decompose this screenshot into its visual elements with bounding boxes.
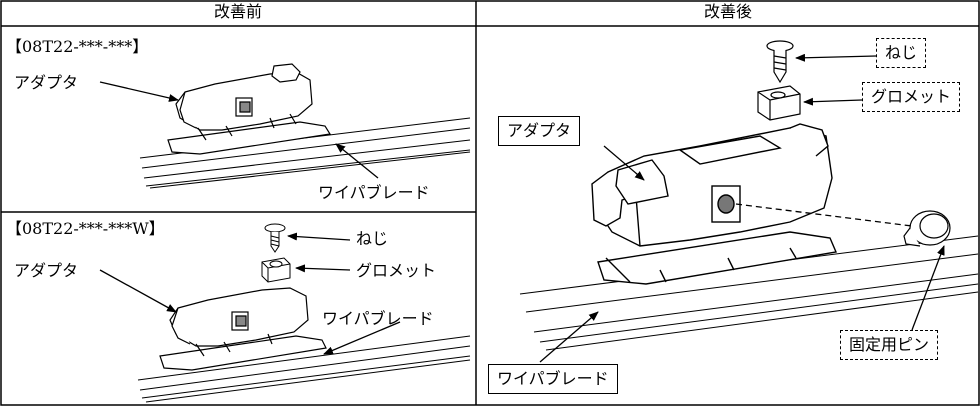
grommet-drawing-right (757, 85, 801, 121)
blade-rail-right (519, 235, 979, 351)
adapter-callout: アダプタ (498, 116, 581, 146)
grommet-label: グロメット (356, 261, 437, 280)
adapter-label: アダプタ (14, 261, 79, 280)
grommet-callout: グロメット (862, 82, 961, 112)
fixing-pin-callout: 固定用ピン (840, 330, 939, 360)
adapter-label: アダプタ (14, 73, 79, 92)
adapter-drawing-top-left (167, 63, 331, 155)
wiper-blade-label: ワイパブレード (322, 309, 434, 328)
wiper-blade-callout: ワイパブレード (488, 364, 618, 394)
screw-drawing-right (766, 40, 794, 84)
blade-rail-bottom-left (137, 335, 471, 403)
screw-label: ねじ (356, 229, 389, 248)
adapter-drawing-bottom-left (159, 287, 327, 371)
header-before: 改善前 (213, 2, 262, 21)
part-number-label: 【08T22-***-***】 (6, 37, 149, 56)
header-after: 改善後 (703, 2, 752, 21)
part-number-w-label: 【08T22-***-***W】 (6, 219, 165, 238)
pin-drawing-right (903, 210, 951, 247)
wiper-blade-label: ワイパブレード (318, 183, 430, 202)
screw-drawing-bottom-left (264, 223, 286, 253)
leader-lines (99, 53, 945, 363)
screw-callout: ねじ (876, 38, 927, 68)
grommet-drawing-bottom-left (261, 257, 291, 283)
adapter-drawing-right (591, 123, 837, 285)
